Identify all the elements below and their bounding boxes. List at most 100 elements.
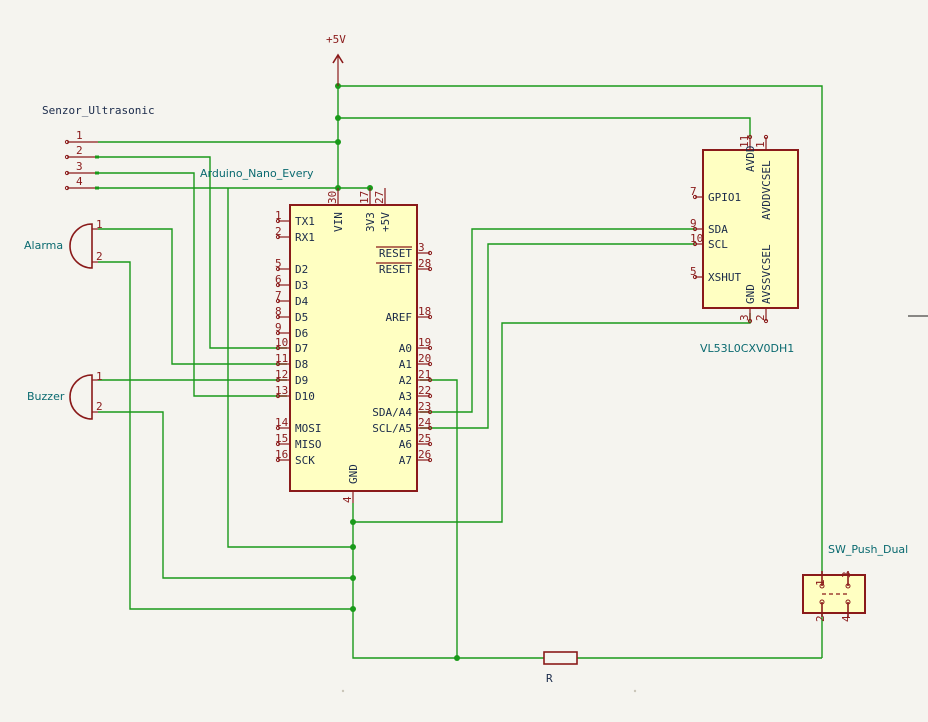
resistor-body xyxy=(543,651,578,665)
pin-name: VIN xyxy=(332,212,345,232)
arduino-pin-left[interactable]: 10 D7 xyxy=(275,336,308,355)
pin-number: 5 xyxy=(690,265,697,278)
vl53-pin-left[interactable]: 10 SCL xyxy=(690,232,728,251)
pin-name: GPIO1 xyxy=(708,191,741,204)
buzzer-pin-1: 1 xyxy=(96,370,103,383)
arduino-pin-left[interactable]: 9 D6 xyxy=(275,321,308,340)
sensor-pin[interactable]: 4 xyxy=(64,175,99,191)
wire-sensor-3 xyxy=(98,172,287,397)
pin-name: 3V3 xyxy=(364,212,377,232)
pin-name: D7 xyxy=(295,342,308,355)
sensor-pin[interactable]: 3 xyxy=(64,160,99,176)
pin-name: A1 xyxy=(399,358,412,371)
pin-number: 11 xyxy=(738,135,751,148)
pin-number: 20 xyxy=(418,352,431,365)
wire-a2 xyxy=(420,379,458,658)
pin-name: A6 xyxy=(399,438,412,451)
pin-number: 2 xyxy=(275,225,282,238)
arduino-pin-right[interactable]: 18 AREF xyxy=(386,305,433,324)
pin-number: 22 xyxy=(418,384,431,397)
arduino-pin-top[interactable]: 27+5V xyxy=(373,188,392,232)
pin-number: 2 xyxy=(754,314,767,321)
pin-name: +5V xyxy=(379,212,392,232)
pin-name: AVDD xyxy=(744,146,757,173)
pin-number: 2 xyxy=(76,144,83,157)
switch-label: SW_Push_Dual xyxy=(828,543,908,556)
grid-dot xyxy=(341,689,345,693)
arduino-pin-right[interactable]: 19 A0 xyxy=(399,336,433,355)
pin-name: SCL xyxy=(708,238,728,251)
pin-name: AREF xyxy=(386,311,413,324)
arduino-label: Arduino_Nano_Every xyxy=(200,167,314,180)
junction-dot xyxy=(350,519,356,525)
pin-number: 23 xyxy=(418,400,431,413)
pin-number: 10 xyxy=(275,336,288,349)
wires xyxy=(98,85,823,659)
switch-body xyxy=(802,574,866,614)
pin-name: D6 xyxy=(295,327,308,340)
resistor[interactable]: R xyxy=(543,651,578,685)
sensor-pin[interactable]: 2 xyxy=(64,144,99,160)
pin-number: 17 xyxy=(358,191,371,204)
pin-number: 28 xyxy=(418,257,431,270)
pin-number: 10 xyxy=(690,232,703,245)
pin-number: 16 xyxy=(275,448,288,461)
pin-name: XSHUT xyxy=(708,271,741,284)
arduino-gnd-pin[interactable]: 4 GND xyxy=(341,464,360,503)
alarm-buzzer-symbol[interactable]: 1 2 Alarma xyxy=(24,218,103,269)
arduino-pin-top[interactable]: 17 3V3 xyxy=(358,188,377,232)
pin-name: D5 xyxy=(295,311,308,324)
pin-number: 3 xyxy=(418,241,425,254)
pin-name: MISO xyxy=(295,438,322,451)
pin-name: D2 xyxy=(295,263,308,276)
pin-number: 18 xyxy=(418,305,431,318)
pin-number: 13 xyxy=(275,384,288,397)
pin-number: 9 xyxy=(275,321,282,334)
vl53-pin-left[interactable]: 5 XSHUT xyxy=(690,265,741,284)
pin-name: A0 xyxy=(399,342,412,355)
wire-5v-rail xyxy=(338,85,823,658)
sensor-pin[interactable]: 1 xyxy=(64,129,98,145)
arduino-pin-right[interactable]: 20 A1 xyxy=(399,352,433,371)
power-symbol-5v[interactable]: +5V xyxy=(326,33,346,86)
buzzer-symbol[interactable]: 1 2 Buzzer xyxy=(27,370,103,420)
pin-number: 3 xyxy=(76,160,83,173)
push-switch-dual[interactable]: SW_Push_Dual 1 3 2 4 xyxy=(802,543,908,622)
vl53-pin-left[interactable]: 7 GPIO1 xyxy=(690,185,741,204)
pin-number: 12 xyxy=(275,368,288,381)
pin-number: 24 xyxy=(418,416,432,429)
pin-number: 7 xyxy=(690,185,697,198)
grid-dot xyxy=(633,689,637,693)
pin-number: 4 xyxy=(76,175,83,188)
pin-number: 19 xyxy=(418,336,431,349)
